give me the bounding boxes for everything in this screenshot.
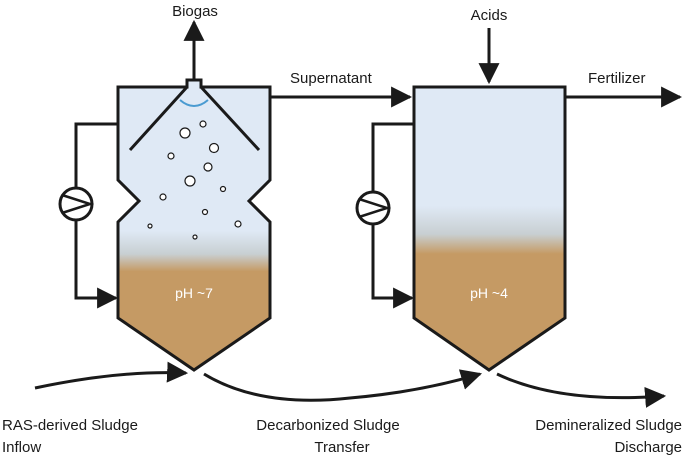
gas-hood-right bbox=[199, 85, 261, 152]
ph-label-reactor-2: pH ~4 bbox=[470, 285, 508, 301]
supernatant-label: Supernatant bbox=[290, 70, 373, 87]
reactor-2: pH ~4 bbox=[412, 85, 567, 372]
reactor-2-body bbox=[412, 85, 567, 372]
discharge-label-line-2: Discharge bbox=[614, 439, 682, 456]
pump-1-icon bbox=[58, 186, 95, 222]
reactor-1-body bbox=[116, 78, 272, 372]
fertilizer-label: Fertilizer bbox=[588, 70, 646, 87]
discharge-label-line-1: Demineralized Sludge bbox=[535, 417, 682, 434]
transfer-arrow bbox=[203, 369, 483, 402]
pump-2-icon bbox=[355, 190, 392, 226]
inflow-label-line-1: RAS-derived Sludge bbox=[2, 417, 138, 434]
gas-hood-left bbox=[128, 85, 189, 152]
discharge-arrow bbox=[496, 372, 667, 408]
transfer-label-line-1: Decarbonized Sludge bbox=[256, 417, 399, 434]
acids-label: Acids bbox=[471, 7, 508, 24]
inflow-arrow bbox=[34, 361, 189, 390]
biogas-label: Biogas bbox=[172, 3, 218, 20]
gas-bubbles bbox=[147, 120, 242, 240]
recirculation-loop-1 bbox=[74, 122, 119, 309]
transfer-label-line-2: Transfer bbox=[314, 439, 369, 456]
recirculation-loop-2 bbox=[371, 122, 415, 309]
ph-label-reactor-1: pH ~7 bbox=[175, 285, 213, 301]
gas-dome bbox=[179, 99, 209, 107]
reactor-1: pH ~7 bbox=[116, 78, 272, 372]
inflow-label-line-2: Inflow bbox=[2, 439, 41, 456]
